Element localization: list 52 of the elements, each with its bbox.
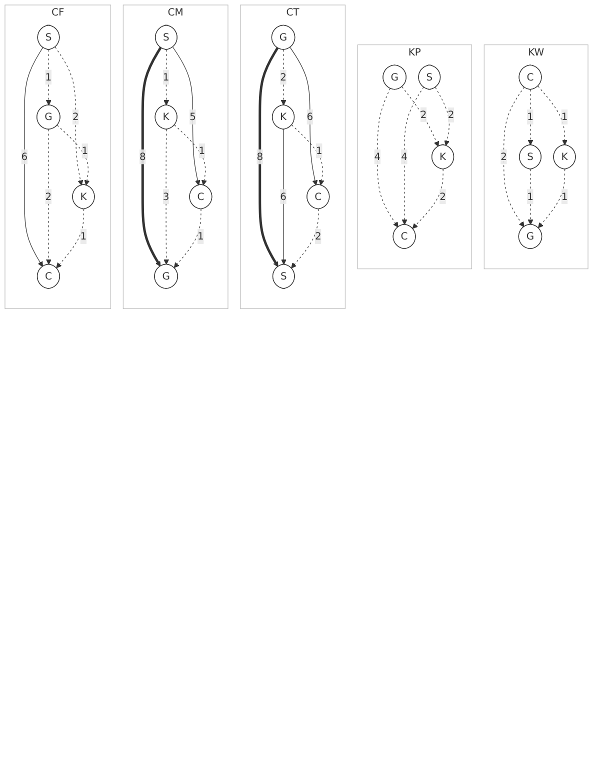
edge-label: 1 bbox=[561, 190, 568, 202]
arrow bbox=[174, 208, 202, 268]
arrow bbox=[377, 88, 398, 228]
arrow bbox=[280, 49, 286, 106]
edge-label: 2 bbox=[72, 110, 79, 123]
edge-label: 1 bbox=[45, 70, 52, 83]
arrow bbox=[258, 47, 279, 268]
edge-label: 1 bbox=[198, 230, 204, 242]
edge-label: 1 bbox=[527, 190, 534, 202]
arrow bbox=[538, 168, 566, 228]
arrow bbox=[24, 47, 44, 267]
edge-label: 2 bbox=[45, 190, 52, 202]
edge-label: 1 bbox=[561, 110, 568, 123]
arrow bbox=[402, 86, 424, 225]
edge-label: 4 bbox=[401, 150, 408, 162]
arrow bbox=[291, 208, 319, 268]
arrow bbox=[503, 86, 524, 228]
edge-label: 1 bbox=[82, 144, 88, 157]
arrow bbox=[290, 47, 318, 186]
edge-label: 1 bbox=[198, 144, 206, 156]
edge-label: 2 bbox=[314, 230, 322, 242]
arrow bbox=[46, 129, 52, 265]
arrow bbox=[54, 46, 84, 186]
edge-label: 2 bbox=[420, 108, 427, 120]
edge-label: 1 bbox=[80, 230, 87, 242]
edge-label: 8 bbox=[139, 150, 146, 162]
edge-label: 6 bbox=[21, 150, 28, 162]
arrow bbox=[538, 86, 568, 146]
edge-label: 2 bbox=[448, 108, 454, 121]
arrow bbox=[402, 86, 439, 147]
edge-label: 4 bbox=[374, 150, 381, 162]
edge-label: 1 bbox=[162, 70, 170, 83]
arrow bbox=[281, 129, 286, 265]
edge-label: 5 bbox=[190, 110, 196, 123]
arrow bbox=[412, 168, 444, 229]
edge-label: 3 bbox=[162, 190, 170, 202]
arrow bbox=[174, 124, 207, 186]
edge-label: 6 bbox=[306, 110, 314, 123]
edge-label: 1 bbox=[527, 110, 534, 123]
arrow bbox=[56, 208, 84, 268]
arrow bbox=[57, 124, 90, 186]
edge-label: 1 bbox=[316, 144, 322, 156]
arrow bbox=[141, 46, 162, 267]
arrow bbox=[435, 87, 450, 146]
arrow bbox=[291, 124, 324, 186]
edge-label: 6 bbox=[280, 190, 286, 202]
arrow bbox=[172, 46, 200, 186]
edge-label: 2 bbox=[440, 190, 446, 202]
arrow bbox=[164, 129, 170, 265]
edge-label: 2 bbox=[500, 150, 507, 162]
edge-label: 8 bbox=[256, 150, 264, 162]
edge-label: 2 bbox=[280, 70, 286, 83]
